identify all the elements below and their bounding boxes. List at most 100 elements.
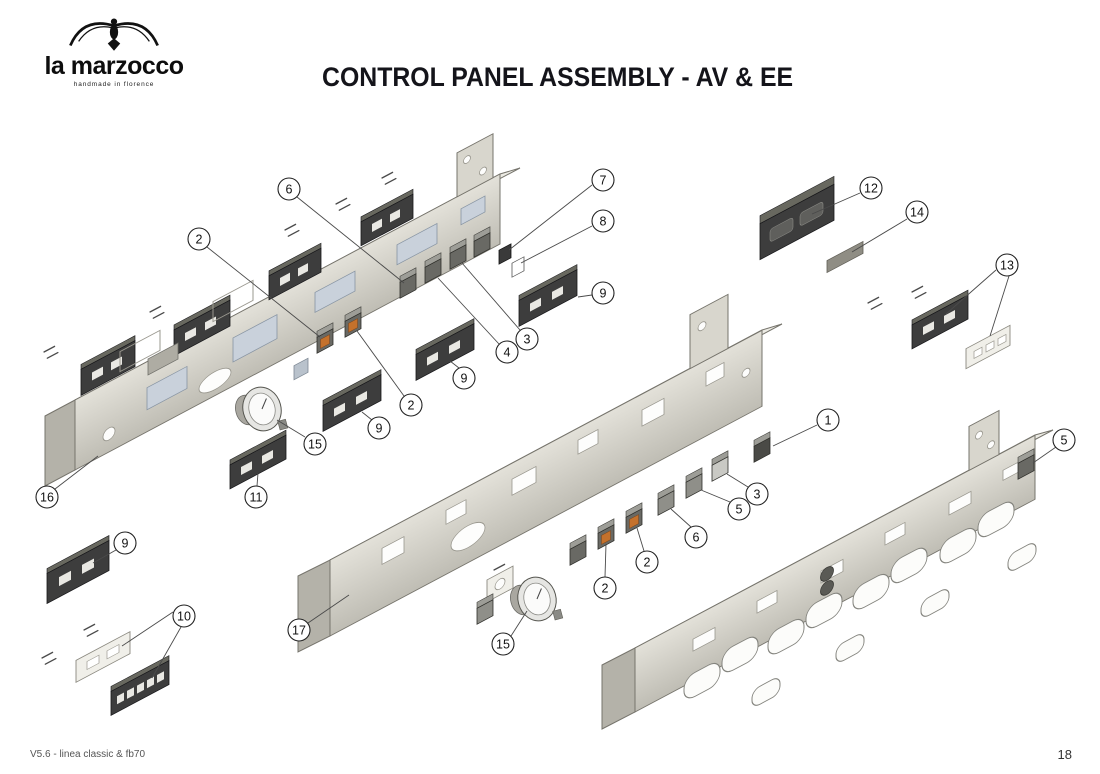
svg-text:12: 12 xyxy=(864,182,878,196)
faceplate-light xyxy=(965,324,1011,370)
switch-component xyxy=(449,238,467,270)
svg-text:4: 4 xyxy=(504,346,511,360)
callout-12: 12 xyxy=(859,176,883,200)
svg-text:9: 9 xyxy=(376,422,383,436)
callout-leader xyxy=(361,411,373,421)
page-title: CONTROL PANEL ASSEMBLY - AV & EE xyxy=(322,62,794,92)
brand-logo: la marzocco handmade in florence xyxy=(38,10,190,88)
callout-leader xyxy=(356,330,405,397)
brand-tagline: handmade in florence xyxy=(73,81,155,88)
callout-leader xyxy=(1032,446,1057,464)
svg-text:14: 14 xyxy=(910,206,924,220)
pressure-gauge xyxy=(510,576,564,622)
svg-text:8: 8 xyxy=(600,215,607,229)
callout-2: 2 xyxy=(635,550,659,574)
callout-leader xyxy=(670,508,692,528)
svg-text:11: 11 xyxy=(250,491,263,505)
faceplate xyxy=(110,655,170,717)
callout-4: 4 xyxy=(495,340,519,364)
callout-9: 9 xyxy=(367,416,391,440)
callout-2: 2 xyxy=(593,576,617,600)
callout-leader xyxy=(54,455,99,490)
faceplate xyxy=(268,242,322,301)
screw-marks xyxy=(41,171,927,665)
svg-text:9: 9 xyxy=(122,537,129,551)
callout-leader xyxy=(811,192,861,215)
svg-text:16: 16 xyxy=(40,491,54,505)
callout-leader xyxy=(256,472,259,487)
callout-6: 6 xyxy=(684,525,708,549)
faceplate xyxy=(360,188,414,247)
faceplate xyxy=(518,264,578,328)
right-panel xyxy=(601,409,1054,730)
callout-15: 15 xyxy=(491,632,515,656)
paddle-group xyxy=(939,501,1037,571)
svg-text:3: 3 xyxy=(754,488,761,502)
svg-text:9: 9 xyxy=(600,287,607,301)
callout-leader xyxy=(636,527,645,552)
callout-leader xyxy=(700,489,731,503)
svg-text:9: 9 xyxy=(461,372,468,386)
pressure-gauge xyxy=(235,386,289,432)
gasket-frame xyxy=(119,329,161,373)
svg-text:2: 2 xyxy=(408,399,415,413)
svg-text:3: 3 xyxy=(524,333,531,347)
switch-component xyxy=(657,484,675,516)
switch-component xyxy=(569,534,587,566)
paddle-group xyxy=(852,547,950,617)
callout-5: 5 xyxy=(727,497,751,521)
switch-component xyxy=(424,252,442,284)
callout-leader xyxy=(604,543,607,578)
small-plate xyxy=(498,243,512,265)
mounting-bracket xyxy=(147,342,179,376)
svg-text:13: 13 xyxy=(1000,259,1014,273)
callout-leader xyxy=(577,294,593,298)
paddle-group xyxy=(767,592,865,662)
callout-leader xyxy=(307,594,350,624)
footer-version: V5.6 - linea classic & fb70 xyxy=(30,749,146,760)
svg-text:5: 5 xyxy=(736,503,743,517)
callout-15: 15 xyxy=(303,432,327,456)
callout-leader xyxy=(508,184,593,251)
callout-10: 10 xyxy=(172,604,196,628)
callout-leader xyxy=(151,626,182,679)
callout-leader xyxy=(449,360,460,369)
callout-leader xyxy=(989,275,1010,337)
callout-1: 1 xyxy=(816,408,840,432)
small-plate xyxy=(826,240,864,274)
svg-text:15: 15 xyxy=(496,638,510,652)
switch-component xyxy=(316,322,334,354)
faceplate xyxy=(415,318,475,382)
svg-text:5: 5 xyxy=(1061,434,1068,448)
callout-9: 9 xyxy=(452,366,476,390)
callout-leader xyxy=(296,196,405,284)
svg-text:10: 10 xyxy=(177,610,191,624)
switch-component xyxy=(473,226,491,258)
callout-9: 9 xyxy=(113,531,137,555)
small-plate xyxy=(511,256,525,278)
callout-leader xyxy=(92,549,117,564)
brand-name: la marzocco xyxy=(44,52,184,80)
callout-13: 13 xyxy=(995,253,1019,277)
callout-17: 17 xyxy=(287,618,311,642)
callout-leader xyxy=(726,473,749,488)
gasket-frame xyxy=(212,279,254,323)
switch-component xyxy=(476,593,494,625)
callout-7: 7 xyxy=(591,168,615,192)
callout-5: 5 xyxy=(1052,428,1076,452)
callout-11: 11 xyxy=(244,485,268,509)
switch-component xyxy=(685,467,703,499)
callout-8: 8 xyxy=(591,209,615,233)
svg-text:1: 1 xyxy=(825,414,832,428)
callout-2: 2 xyxy=(187,227,211,251)
callout-leader xyxy=(772,424,818,447)
paddle-group xyxy=(683,636,781,706)
eagle-logo-icon xyxy=(69,18,159,51)
switch-component xyxy=(711,450,729,482)
faceplate xyxy=(46,535,110,605)
callout-leader xyxy=(520,225,593,264)
callout-6: 6 xyxy=(277,177,301,201)
